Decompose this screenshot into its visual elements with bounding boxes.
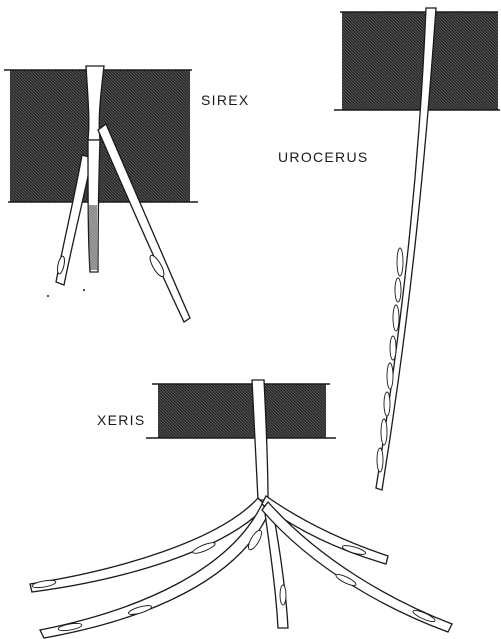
urocerus-figure (334, 8, 500, 490)
urocerus-egg (384, 392, 390, 416)
specks (83, 289, 85, 291)
xeris-branch-left-upper (30, 498, 266, 592)
urocerus-egg (381, 419, 387, 445)
xeris-egg (280, 585, 286, 605)
urocerus-egg (393, 305, 399, 331)
urocerus-egg (397, 248, 403, 276)
urocerus-egg (390, 336, 396, 360)
xeris-wood-block (158, 384, 326, 438)
urocerus-label: UROCERUS (278, 150, 369, 164)
xeris-label: XERIS (97, 413, 146, 427)
urocerus-egg (387, 363, 393, 389)
specks (47, 295, 49, 297)
sirex-frass-plug (89, 205, 97, 270)
urocerus-egg (395, 278, 401, 302)
sirex-figure (4, 66, 198, 322)
urocerus-wood-block (342, 12, 498, 110)
sirex-label: SIREX (201, 93, 250, 107)
urocerus-egg (377, 448, 383, 472)
